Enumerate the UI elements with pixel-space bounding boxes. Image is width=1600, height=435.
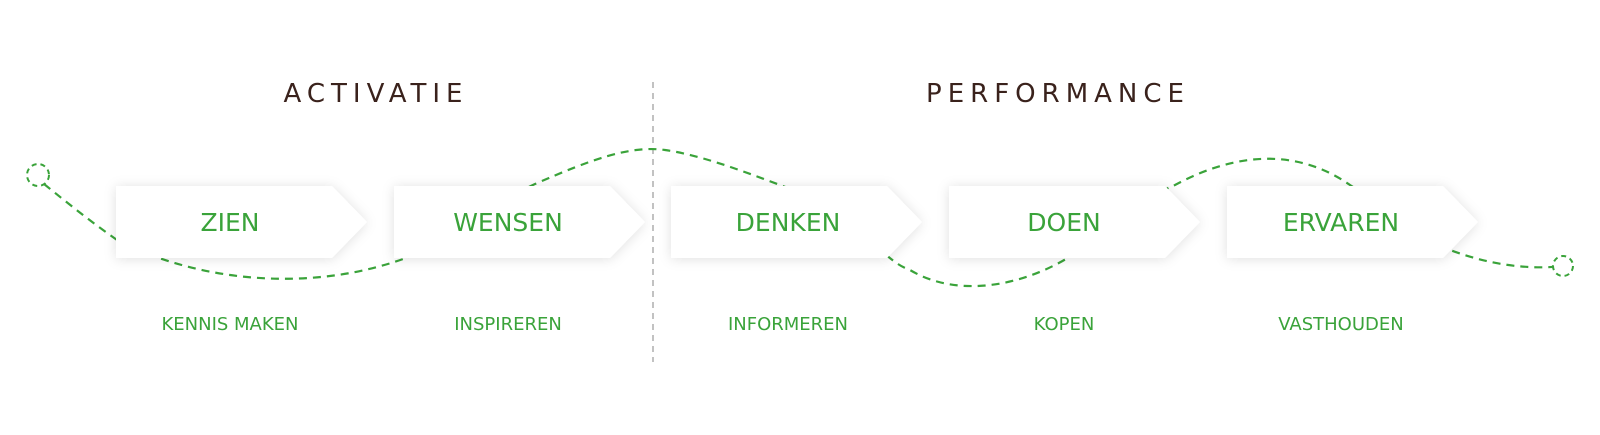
journey-start-marker bbox=[26, 163, 50, 187]
phase-title-activatie: ACTIVATIE bbox=[284, 79, 469, 109]
phase-title-performance: PERFORMANCE bbox=[926, 79, 1190, 109]
step-label: DENKEN bbox=[736, 208, 841, 237]
step-card-wensen: WENSEN bbox=[394, 186, 645, 258]
journey-end-marker bbox=[1552, 255, 1574, 277]
step-sublabel-informeren: INFORMEREN bbox=[728, 314, 848, 335]
step-sublabel-inspireren: INSPIREREN bbox=[454, 314, 562, 335]
step-card-denken: DENKEN bbox=[671, 186, 922, 258]
step-sublabel-kopen: KOPEN bbox=[1034, 314, 1095, 335]
step-label: WENSEN bbox=[453, 208, 563, 237]
step-label: ERVAREN bbox=[1283, 208, 1399, 237]
step-sublabel-vasthouden: VASTHOUDEN bbox=[1278, 314, 1403, 335]
step-label: ZIEN bbox=[201, 208, 260, 237]
step-card-doen: DOEN bbox=[949, 186, 1200, 258]
step-card-ervaren: ERVAREN bbox=[1227, 186, 1478, 258]
step-sublabel-kennis-maken: KENNIS MAKEN bbox=[161, 314, 298, 335]
step-card-zien: ZIEN bbox=[116, 186, 367, 258]
step-label: DOEN bbox=[1027, 208, 1100, 237]
